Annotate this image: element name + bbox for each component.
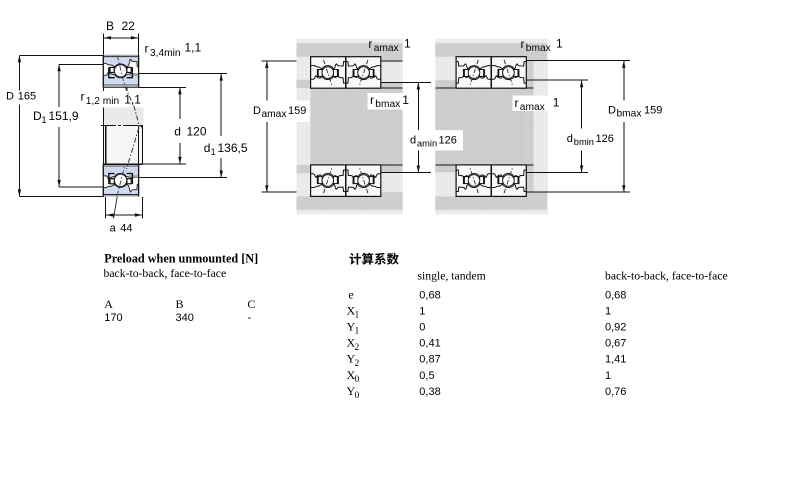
svg-text:1: 1 xyxy=(355,311,360,321)
svg-text:bmin: bmin xyxy=(574,137,594,147)
svg-text:2: 2 xyxy=(355,343,360,353)
svg-text:1: 1 xyxy=(42,115,47,125)
svg-text:e: e xyxy=(348,287,353,301)
svg-text:Preload when unmounted [N]: Preload when unmounted [N] xyxy=(104,252,258,266)
svg-text:X: X xyxy=(347,336,356,350)
svg-text:D: D xyxy=(253,105,261,117)
svg-text:d: d xyxy=(567,133,573,145)
svg-text:Y: Y xyxy=(347,384,356,398)
svg-text:151,9: 151,9 xyxy=(49,109,79,123)
svg-text:Y: Y xyxy=(347,352,356,366)
svg-text:2: 2 xyxy=(355,359,360,369)
svg-text:1: 1 xyxy=(404,37,411,51)
svg-text:165: 165 xyxy=(18,91,36,103)
svg-text:22: 22 xyxy=(122,19,136,33)
svg-text:single, tandem: single, tandem xyxy=(418,270,486,283)
svg-text:B: B xyxy=(106,19,114,33)
svg-text:1,1: 1,1 xyxy=(124,93,141,107)
svg-text:1: 1 xyxy=(556,37,563,51)
svg-text:0,5: 0,5 xyxy=(419,370,434,382)
svg-text:D: D xyxy=(6,91,14,103)
svg-text:120: 120 xyxy=(187,125,207,139)
svg-text:d: d xyxy=(410,135,416,147)
svg-text:0,41: 0,41 xyxy=(419,338,440,350)
svg-text:159: 159 xyxy=(288,105,306,117)
svg-text:1: 1 xyxy=(355,327,360,337)
svg-text:back-to-back, face-to-face: back-to-back, face-to-face xyxy=(104,267,227,280)
svg-text:D: D xyxy=(608,105,616,117)
svg-text:44: 44 xyxy=(120,223,132,235)
svg-text:1: 1 xyxy=(605,305,611,317)
svg-text:d: d xyxy=(174,125,181,139)
svg-text:-: - xyxy=(248,312,252,324)
svg-text:0,87: 0,87 xyxy=(419,354,440,366)
svg-text:D: D xyxy=(33,109,42,123)
svg-text:amin: amin xyxy=(417,139,437,149)
svg-text:X: X xyxy=(347,303,356,317)
svg-text:1,2 min: 1,2 min xyxy=(86,96,119,107)
svg-text:126: 126 xyxy=(596,133,614,145)
svg-text:0,67: 0,67 xyxy=(605,338,626,350)
svg-text:0,68: 0,68 xyxy=(419,289,440,301)
svg-text:1: 1 xyxy=(419,305,425,317)
svg-text:1,41: 1,41 xyxy=(605,354,626,366)
svg-text:bmax: bmax xyxy=(526,43,551,54)
svg-text:170: 170 xyxy=(104,312,122,324)
svg-text:1: 1 xyxy=(402,93,409,107)
svg-text:r: r xyxy=(368,37,372,51)
svg-text:A: A xyxy=(104,297,113,311)
svg-text:136,5: 136,5 xyxy=(218,141,248,155)
svg-text:0: 0 xyxy=(419,322,425,334)
svg-text:back-to-back, face-to-face: back-to-back, face-to-face xyxy=(605,270,728,283)
svg-text:d: d xyxy=(204,141,211,155)
svg-text:amax: amax xyxy=(374,43,399,54)
svg-text:r: r xyxy=(81,90,85,104)
svg-text:0,38: 0,38 xyxy=(419,386,440,398)
svg-text:0,68: 0,68 xyxy=(605,289,626,301)
svg-text:X: X xyxy=(347,368,356,382)
svg-text:159: 159 xyxy=(644,105,662,117)
svg-text:r: r xyxy=(370,93,374,107)
svg-text:126: 126 xyxy=(439,135,457,147)
svg-text:1: 1 xyxy=(605,370,611,382)
svg-text:0,76: 0,76 xyxy=(605,386,626,398)
svg-text:bmax: bmax xyxy=(617,109,642,120)
svg-text:a: a xyxy=(110,223,117,235)
svg-text:0: 0 xyxy=(355,375,360,385)
svg-text:0: 0 xyxy=(355,391,360,401)
svg-text:bmax: bmax xyxy=(375,99,400,110)
svg-text:amax: amax xyxy=(262,109,287,120)
svg-text:340: 340 xyxy=(176,312,194,324)
svg-text:0,92: 0,92 xyxy=(605,322,626,334)
svg-text:C: C xyxy=(247,297,255,311)
svg-text:Y: Y xyxy=(347,320,356,334)
svg-text:1,1: 1,1 xyxy=(185,41,202,55)
svg-text:r: r xyxy=(145,41,149,55)
svg-text:3,4min: 3,4min xyxy=(150,48,181,59)
svg-text:r: r xyxy=(521,37,525,51)
svg-text:1: 1 xyxy=(553,96,560,110)
svg-text:1: 1 xyxy=(211,147,216,157)
svg-text:amax: amax xyxy=(520,102,545,113)
svg-text:r: r xyxy=(515,96,519,110)
svg-text:B: B xyxy=(176,297,184,311)
